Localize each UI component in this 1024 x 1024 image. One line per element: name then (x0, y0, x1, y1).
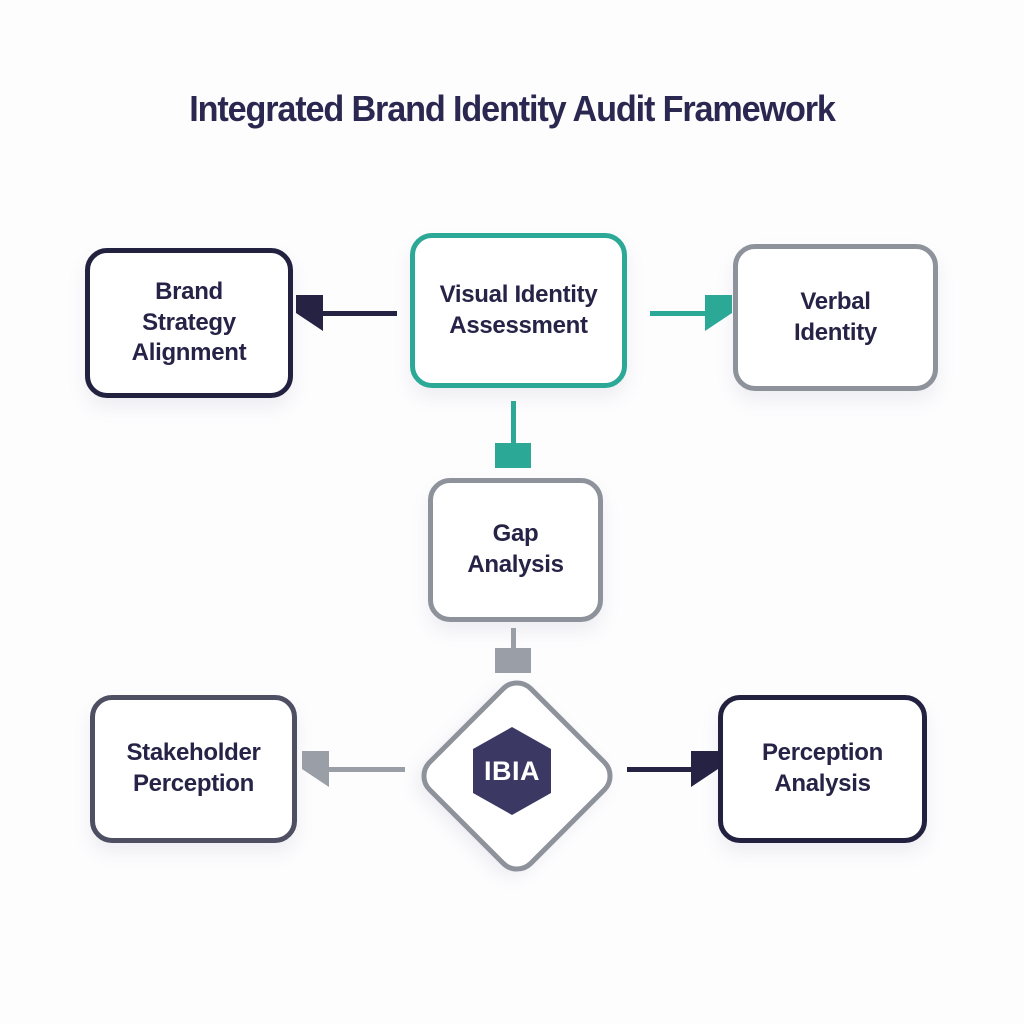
arrowhead-left-icon (296, 295, 323, 331)
node-label: Visual Identity Assessment (439, 280, 598, 339)
page-title: Integrated Brand Identity Audit Framewor… (189, 88, 836, 129)
arrow-shaft (627, 767, 693, 772)
arrowhead-left-icon (302, 751, 329, 787)
arrowhead-down-icon (495, 648, 531, 673)
arrow-shaft (650, 311, 707, 316)
arrow-shaft (511, 628, 516, 650)
arrowhead-down-icon (495, 443, 531, 468)
node-label: Stakeholder Perception (126, 739, 261, 797)
node-brand-strategy-alignment: Brand Strategy Alignment (85, 248, 293, 398)
node-label: Brand Strategy Alignment (131, 277, 247, 367)
node-label: Perception Analysis (761, 739, 884, 797)
node-gap-analysis: Gap Analysis (428, 478, 603, 622)
arrow-shaft (511, 401, 516, 445)
arrowhead-right-icon (705, 295, 732, 331)
node-visual-identity-assessment: Visual Identity Assessment (410, 233, 627, 388)
node-verbal-identity: Verbal Identity (733, 244, 938, 391)
node-label: Verbal Identity (794, 287, 877, 346)
node-perception-analysis: Perception Analysis (718, 695, 927, 843)
arrow-shaft (320, 311, 397, 316)
arrow-shaft (327, 767, 405, 772)
node-label: Gap Analysis (467, 520, 564, 578)
hub-hexagon: IBIA (473, 727, 551, 815)
arrowhead-right-icon (691, 751, 718, 787)
node-stakeholder-perception: Stakeholder Perception (90, 695, 297, 843)
hub-label: IBIA (484, 755, 540, 786)
